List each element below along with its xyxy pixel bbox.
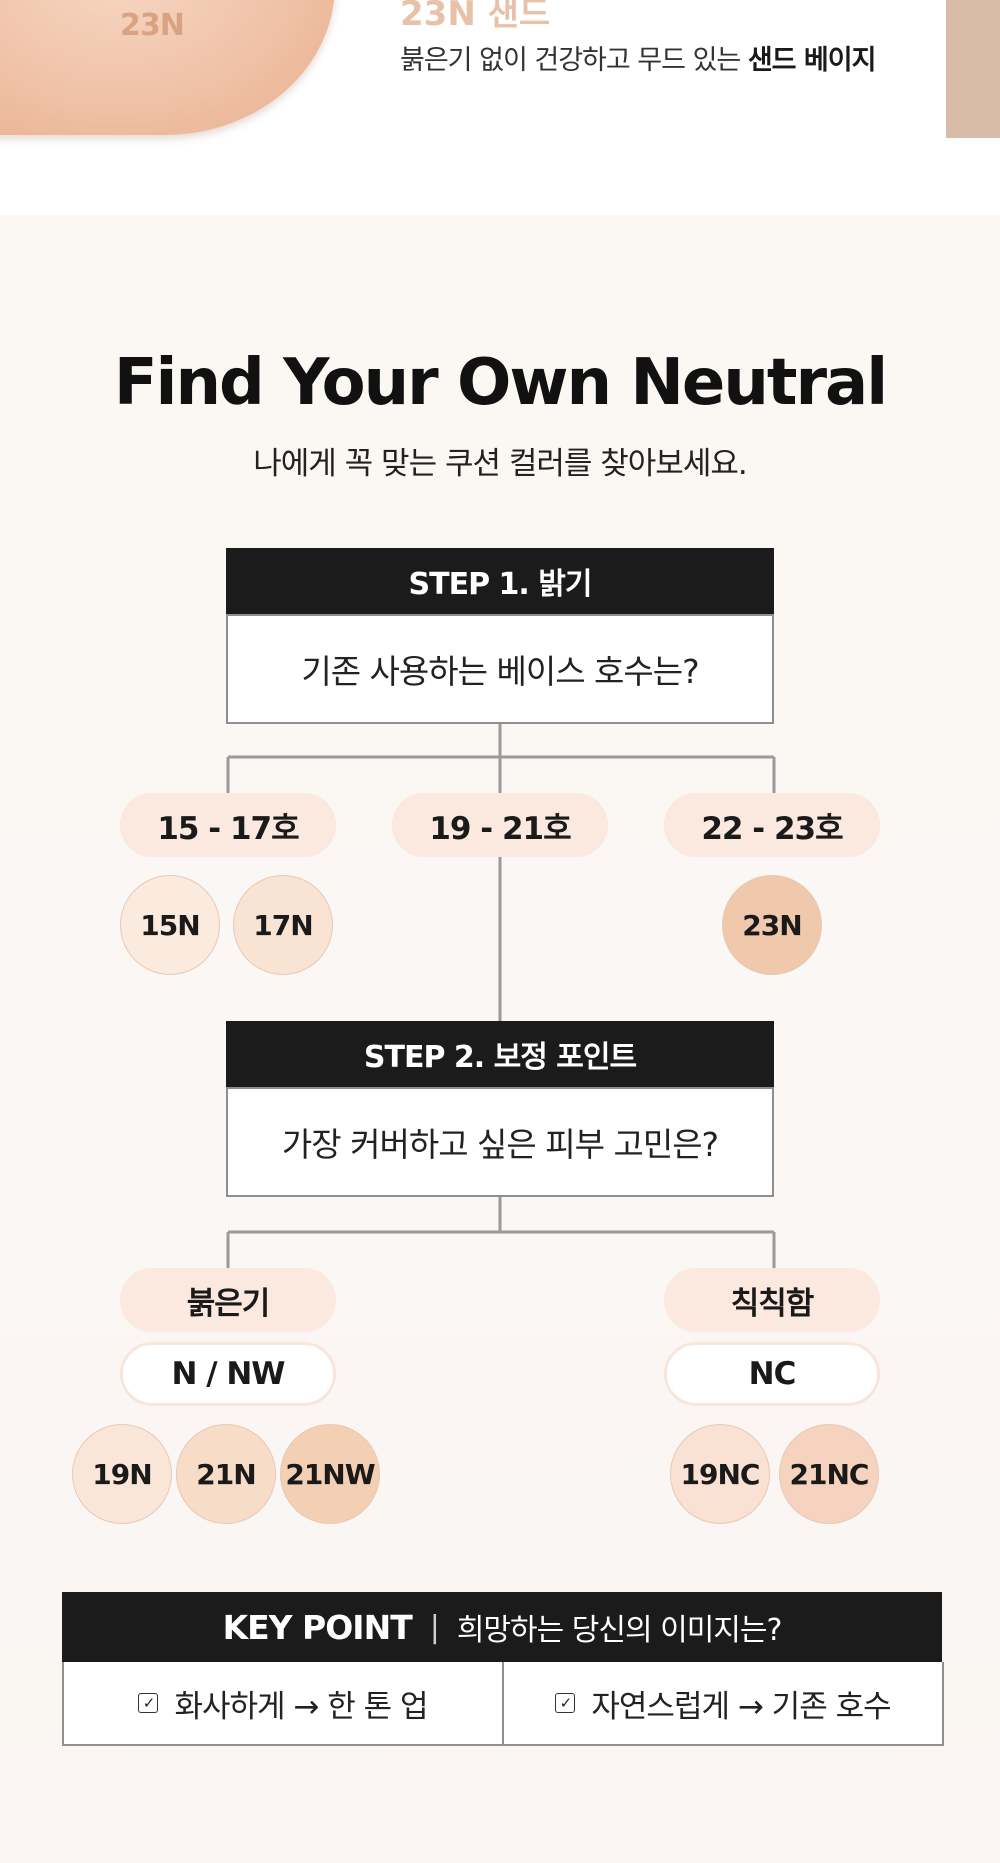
tone-n-nw: N / NW xyxy=(120,1342,336,1406)
shade-19N: 19N xyxy=(72,1424,172,1524)
shade-21NW: 21NW xyxy=(280,1424,380,1524)
shade-21NC: 21NC xyxy=(779,1424,879,1524)
concern-dullness: 칙칙함 xyxy=(664,1268,880,1332)
checkbox-icon: ✓ xyxy=(138,1693,159,1713)
key-point-option-text: 화사하게 → 한 톤 업 xyxy=(174,1688,428,1725)
shade-description: 붉은기 없이 건강하고 무드 있는 샌드 베이지 xyxy=(400,38,877,77)
range-19-21: 19 - 21호 xyxy=(392,793,608,857)
range-22-23: 22 - 23호 xyxy=(664,793,880,857)
key-point-option-natural: ✓ 자연스럽게 → 기존 호수 xyxy=(502,1662,942,1744)
step2-question: 가장 커버하고 싶은 피부 고민은? xyxy=(226,1087,774,1197)
shade-description-text: 붉은기 없이 건강하고 무드 있는 xyxy=(400,45,748,76)
page-subline: 나에게 꼭 맞는 쿠션 컬러를 찾아보세요. xyxy=(253,446,747,482)
shade-description-highlight: 샌드 베이지 xyxy=(747,45,877,76)
swatch-label: 23N xyxy=(120,8,185,43)
shade-17N: 17N xyxy=(233,875,333,975)
key-point-options: ✓ 화사하게 → 한 톤 업 ✓ 자연스럽게 → 기존 호수 xyxy=(62,1662,944,1746)
step2-title: STEP 2. 보정 포인트 xyxy=(226,1021,774,1087)
side-color-bar xyxy=(946,0,1000,138)
shade-21N: 21N xyxy=(176,1424,276,1524)
concern-redness: 붉은기 xyxy=(120,1268,336,1332)
tone-nc: NC xyxy=(664,1342,880,1406)
key-point-header: KEY POINT | 희망하는 당신의 이미지는? xyxy=(62,1592,942,1662)
key-point-question: 희망하는 당신의 이미지는? xyxy=(456,1613,783,1648)
shade-name: 23N 샌드 xyxy=(400,0,551,34)
shade-19NC: 19NC xyxy=(670,1424,770,1524)
key-point-option-brighter: ✓ 화사하게 → 한 톤 업 xyxy=(64,1662,502,1744)
top-shade-banner: 23N 23N 샌드 붉은기 없이 건강하고 무드 있는 샌드 베이지 xyxy=(0,0,1000,215)
key-point-separator: | xyxy=(429,1609,440,1645)
step1-question: 기존 사용하는 베이스 호수는? xyxy=(226,614,774,724)
step1-title: STEP 1. 밝기 xyxy=(226,548,774,614)
range-15-17: 15 - 17호 xyxy=(120,793,336,857)
page-headline: Find Your Own Neutral xyxy=(113,346,888,420)
key-point-option-text: 자연스럽게 → 기존 호수 xyxy=(591,1688,891,1725)
checkbox-icon: ✓ xyxy=(555,1693,576,1713)
shade-23N: 23N xyxy=(722,875,822,975)
key-point-title: KEY POINT xyxy=(222,1607,413,1647)
shade-15N: 15N xyxy=(120,875,220,975)
